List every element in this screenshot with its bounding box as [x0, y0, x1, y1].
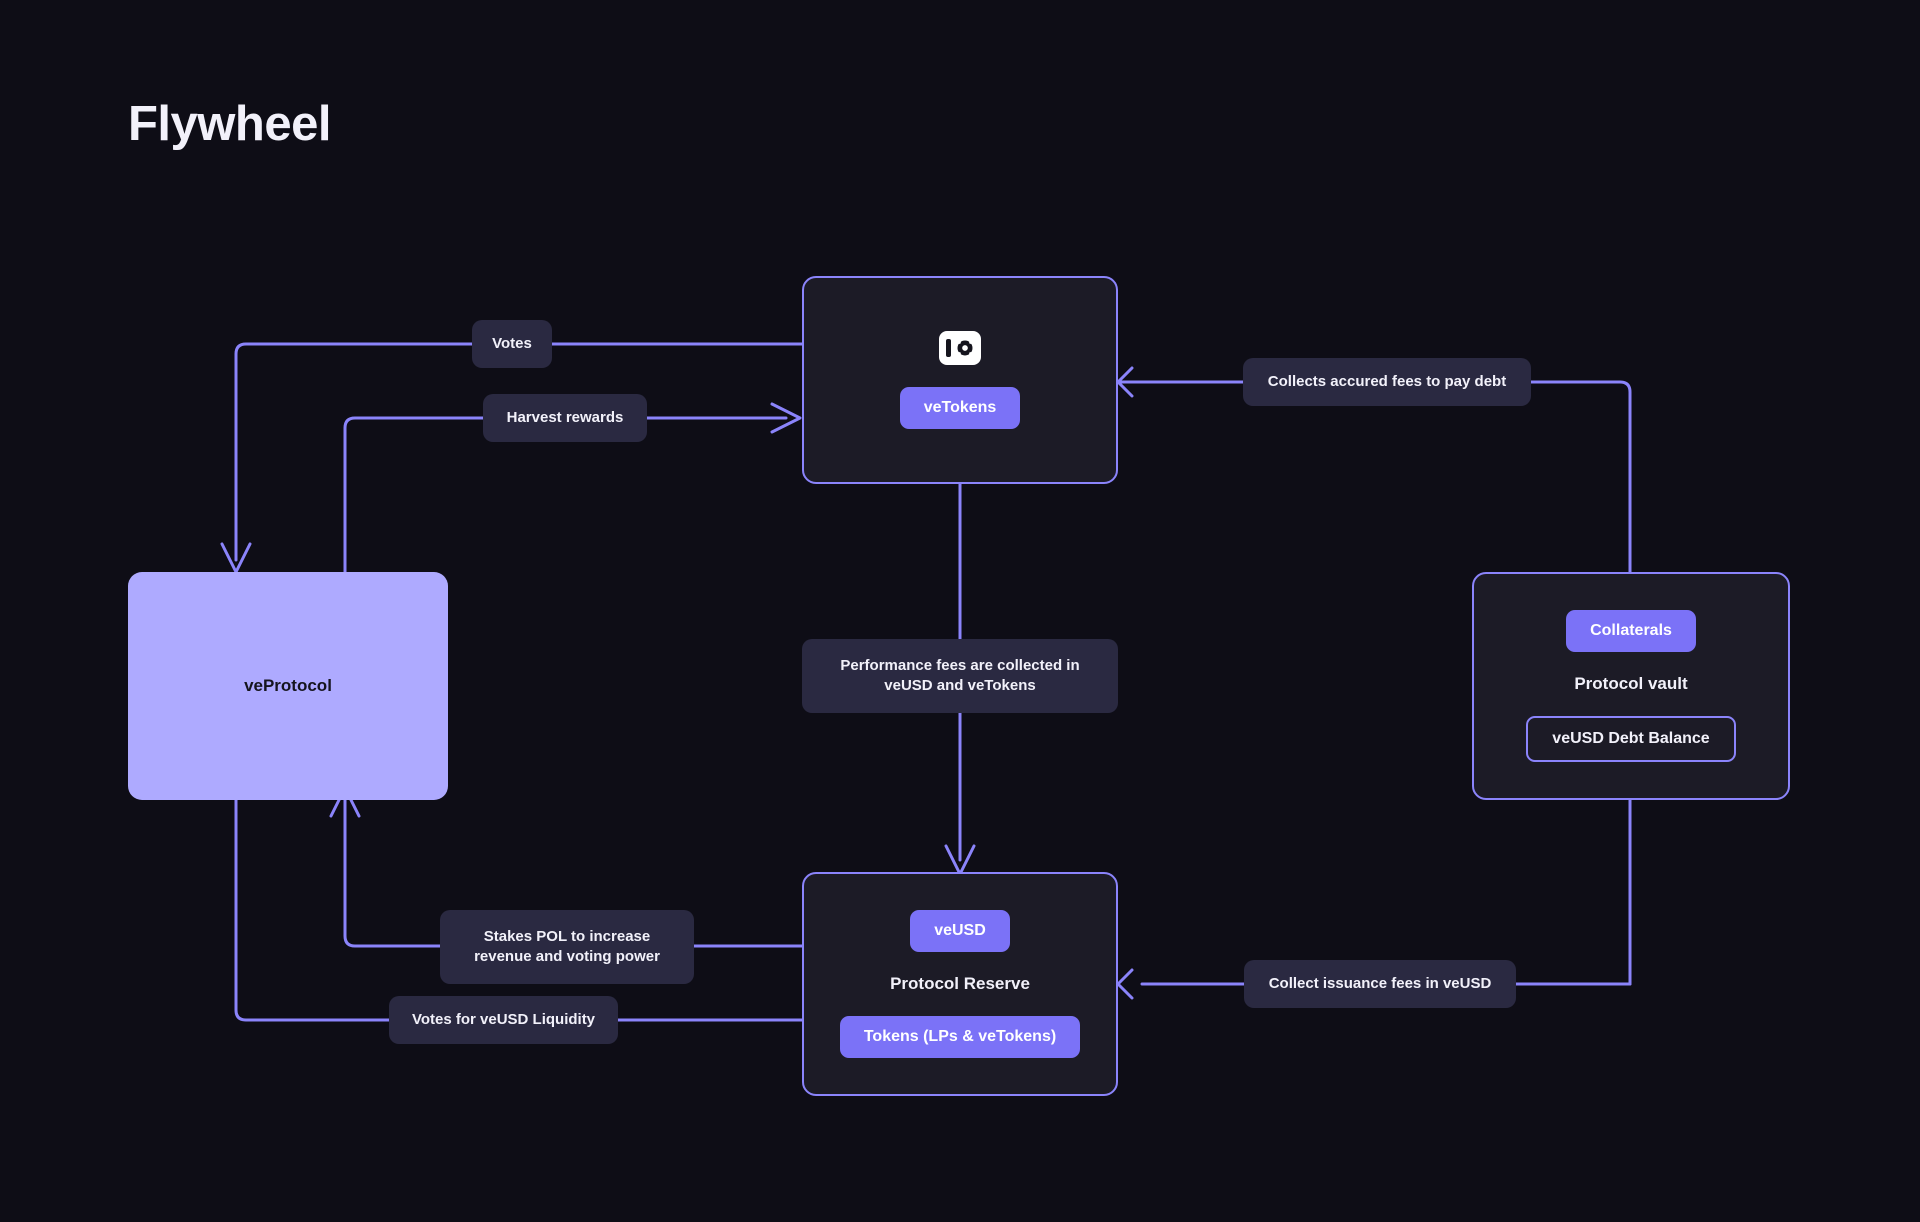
- arrowhead-collects-accured-fees: [1116, 366, 1134, 398]
- collaterals-badge[interactable]: Collaterals: [1566, 610, 1696, 652]
- edge-label-votes-for-liquidity: Votes for veUSD Liquidity: [389, 996, 618, 1044]
- edge-label-stakes-pol: Stakes POL to increase revenue and votin…: [440, 910, 694, 984]
- veprotocol-title: veProtocol: [244, 676, 332, 695]
- edge-label-collects-accured-fees: Collects accured fees to pay debt: [1243, 358, 1531, 406]
- vault-icon: [939, 331, 981, 365]
- wire-harvest-rewards: [343, 416, 788, 820]
- node-vetokens[interactable]: veTokens: [802, 276, 1118, 484]
- protocol-vault-title: Protocol vault: [1574, 674, 1688, 693]
- vault-bar: [945, 339, 951, 357]
- wire-collects-accured-fees: [1140, 380, 1632, 986]
- wire-votes: [234, 342, 804, 562]
- vault-wheel-icon: [956, 339, 973, 357]
- edge-label-harvest-rewards: Harvest rewards: [483, 394, 647, 442]
- arrowhead-collect-issuance-fees: [1116, 968, 1134, 1000]
- edge-label-performance-fees: Performance fees are collected in veUSD …: [802, 639, 1118, 713]
- node-veprotocol[interactable]: veProtocol: [128, 572, 448, 800]
- wire-stakes-pol-seg: [343, 816, 804, 948]
- node-protocol-reserve[interactable]: veUSD Protocol Reserve Tokens (LPs & veT…: [802, 872, 1118, 1096]
- edge-label-collect-issuance-fees: Collect issuance fees in veUSD: [1244, 960, 1516, 1008]
- edge-label-votes: Votes: [472, 320, 552, 368]
- protocol-reserve-title: Protocol Reserve: [890, 974, 1030, 993]
- tokens-lps-vetokens-badge[interactable]: Tokens (LPs & veTokens): [839, 1016, 1081, 1058]
- vetokens-badge[interactable]: veTokens: [899, 387, 1021, 429]
- veusd-debt-balance-badge[interactable]: veUSD Debt Balance: [1526, 716, 1736, 762]
- arrowhead-harvest-rewards: [770, 402, 802, 434]
- wire-votes-liquidity: [234, 798, 804, 1022]
- page-title: Flywheel: [128, 97, 331, 151]
- veusd-badge[interactable]: veUSD: [910, 910, 1010, 952]
- node-protocol-vault[interactable]: Collaterals Protocol vault veUSD Debt Ba…: [1472, 572, 1790, 800]
